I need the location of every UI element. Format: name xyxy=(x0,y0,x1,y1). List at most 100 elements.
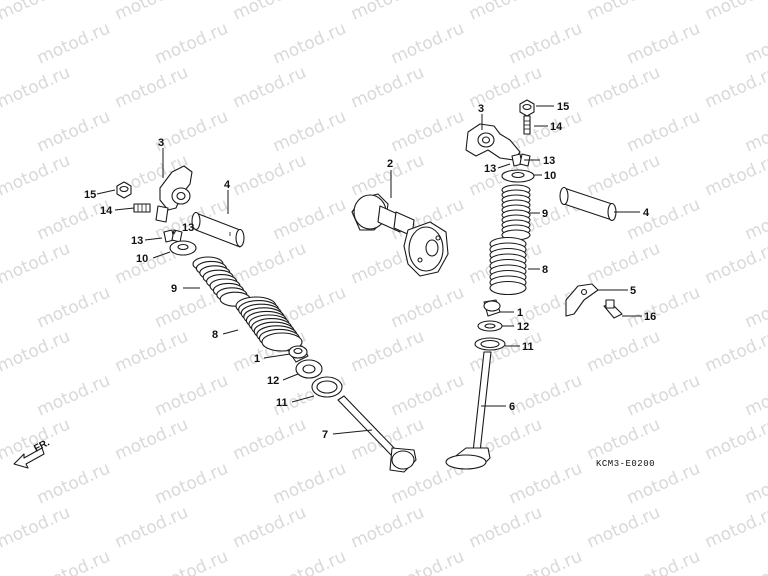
watermark-text: motod.ru xyxy=(230,415,309,465)
watermark-text: motod.ru xyxy=(0,503,73,553)
watermark-text: motod.ru xyxy=(584,327,663,377)
callout-2: 2 xyxy=(387,158,393,170)
watermark-text: motod.ru xyxy=(34,195,113,245)
right-adjust-screw xyxy=(523,115,531,135)
watermark-text: motod.ru xyxy=(584,63,663,113)
callout-3-left: 3 xyxy=(158,137,164,149)
watermark-text: motod.ru xyxy=(584,151,663,201)
watermark-text: motod.ru xyxy=(152,547,231,576)
callout-5-right: 5 xyxy=(630,285,636,297)
watermark-text: motod.ru xyxy=(348,63,427,113)
watermark-text: motod.ru xyxy=(152,371,231,421)
right-rocker-arm xyxy=(465,123,521,161)
watermark-text: motod.ru xyxy=(506,371,585,421)
right-spring-seat xyxy=(477,320,503,332)
watermark-text: motod.ru xyxy=(230,0,309,25)
watermark-text: motod.ru xyxy=(742,371,768,421)
callout-15-right: 15 xyxy=(557,101,569,113)
watermark-text: motod.ru xyxy=(624,19,703,69)
right-adjust-nut xyxy=(519,99,535,117)
callout-1-left: 1 xyxy=(254,353,260,365)
leader-lines xyxy=(96,105,642,435)
front-direction-indicator: FR. xyxy=(13,437,52,469)
watermark-text: motod.ru xyxy=(506,459,585,509)
watermark-text: motod.ru xyxy=(624,547,703,576)
watermark-text: motod.ru xyxy=(466,0,545,25)
watermark-text: motod.ru xyxy=(702,63,768,113)
watermark-text: motod.ru xyxy=(0,327,73,377)
watermark-text: motod.ru xyxy=(0,151,73,201)
watermark-text: motod.ru xyxy=(112,0,191,25)
left-spring-seat xyxy=(295,359,323,379)
watermark-text: motod.ru xyxy=(742,19,768,69)
left-adjust-screw xyxy=(133,203,151,213)
watermark-text: motod.ru xyxy=(34,547,113,576)
watermark-text: motod.ru xyxy=(270,547,349,576)
watermark-text: motod.ru xyxy=(34,107,113,157)
watermark-text: motod.ru xyxy=(742,283,768,333)
callout-8-left: 8 xyxy=(212,329,218,341)
watermark-text: motod.ru xyxy=(388,371,467,421)
watermark-text: motod.ru xyxy=(506,19,585,69)
watermark-text: motod.ru xyxy=(230,63,309,113)
right-spring-retainer xyxy=(501,169,535,183)
watermark-text: motod.ru xyxy=(388,107,467,157)
watermark-text: motod.ru xyxy=(702,0,768,25)
callout-8-right: 8 xyxy=(542,264,548,276)
watermark-text: motod.ru xyxy=(230,503,309,553)
watermark-text: motod.ru xyxy=(152,107,231,157)
watermark-text: motod.ru xyxy=(466,503,545,553)
callout-1-right: 1 xyxy=(517,307,523,319)
watermark-text: motod.ru xyxy=(584,0,663,25)
watermark-text: motod.ru xyxy=(270,19,349,69)
callout-14-left: 14 xyxy=(100,205,113,217)
callout-4-left: 4 xyxy=(224,179,231,191)
callouts-right: 3 15 14 13 13 10 9 4 8 5 16 1 12 11 6 xyxy=(478,101,656,413)
callout-10-left: 10 xyxy=(136,253,148,265)
right-stem-seal xyxy=(483,299,501,317)
watermark-text: motod.ru xyxy=(0,63,73,113)
watermark-text: motod.ru xyxy=(742,459,768,509)
watermark-text: motod.ru xyxy=(0,0,73,25)
right-valve xyxy=(445,351,492,470)
callout-3-right: 3 xyxy=(478,103,484,115)
watermark-text: motod.ru xyxy=(112,327,191,377)
watermark-text: motod.ru xyxy=(34,283,113,333)
callout-7-left: 7 xyxy=(322,429,328,441)
watermark-text: motod.ru xyxy=(348,503,427,553)
watermark-text: motod.ru xyxy=(584,503,663,553)
right-valve-guide-ring xyxy=(474,337,506,351)
callouts-left: 3 4 15 14 13 13 10 9 8 1 12 11 7 xyxy=(84,137,328,441)
right-outer-spring-coil xyxy=(489,280,527,296)
front-arrow-icon xyxy=(13,447,45,469)
watermark-text: motod.ru xyxy=(624,195,703,245)
watermark-text: motod.ru xyxy=(584,415,663,465)
watermark-text: motod.ru xyxy=(506,547,585,576)
left-rocker-arm xyxy=(155,165,193,223)
callout-11-left: 11 xyxy=(276,397,288,409)
left-rocker-shaft xyxy=(191,211,245,248)
right-outer-spring xyxy=(489,236,527,296)
left-valve xyxy=(337,395,417,473)
watermark-text: motod.ru xyxy=(270,459,349,509)
callout-4-right: 4 xyxy=(643,207,650,219)
watermark-text: motod.ru xyxy=(702,239,768,289)
watermark-text: motod.ru xyxy=(0,239,73,289)
watermark-text: motod.ru xyxy=(230,151,309,201)
left-outer-spring-coil xyxy=(261,332,303,352)
right-rocker-shaft xyxy=(559,186,617,222)
camshaft xyxy=(351,193,449,277)
watermark-text: motod.ru xyxy=(702,503,768,553)
watermark-text: motod.ru xyxy=(34,459,113,509)
watermark-text: motod.ru xyxy=(742,195,768,245)
watermark-text: motod.ru xyxy=(348,327,427,377)
watermark-text: motod.ru xyxy=(624,107,703,157)
watermark-text: motod.ru xyxy=(348,0,427,25)
left-spring-retainer xyxy=(169,240,197,256)
watermark-text: motod.ru xyxy=(742,107,768,157)
right-cam-chain-guide xyxy=(565,283,599,317)
callout-12-right: 12 xyxy=(517,321,529,333)
watermark-text: motod.ru xyxy=(702,151,768,201)
